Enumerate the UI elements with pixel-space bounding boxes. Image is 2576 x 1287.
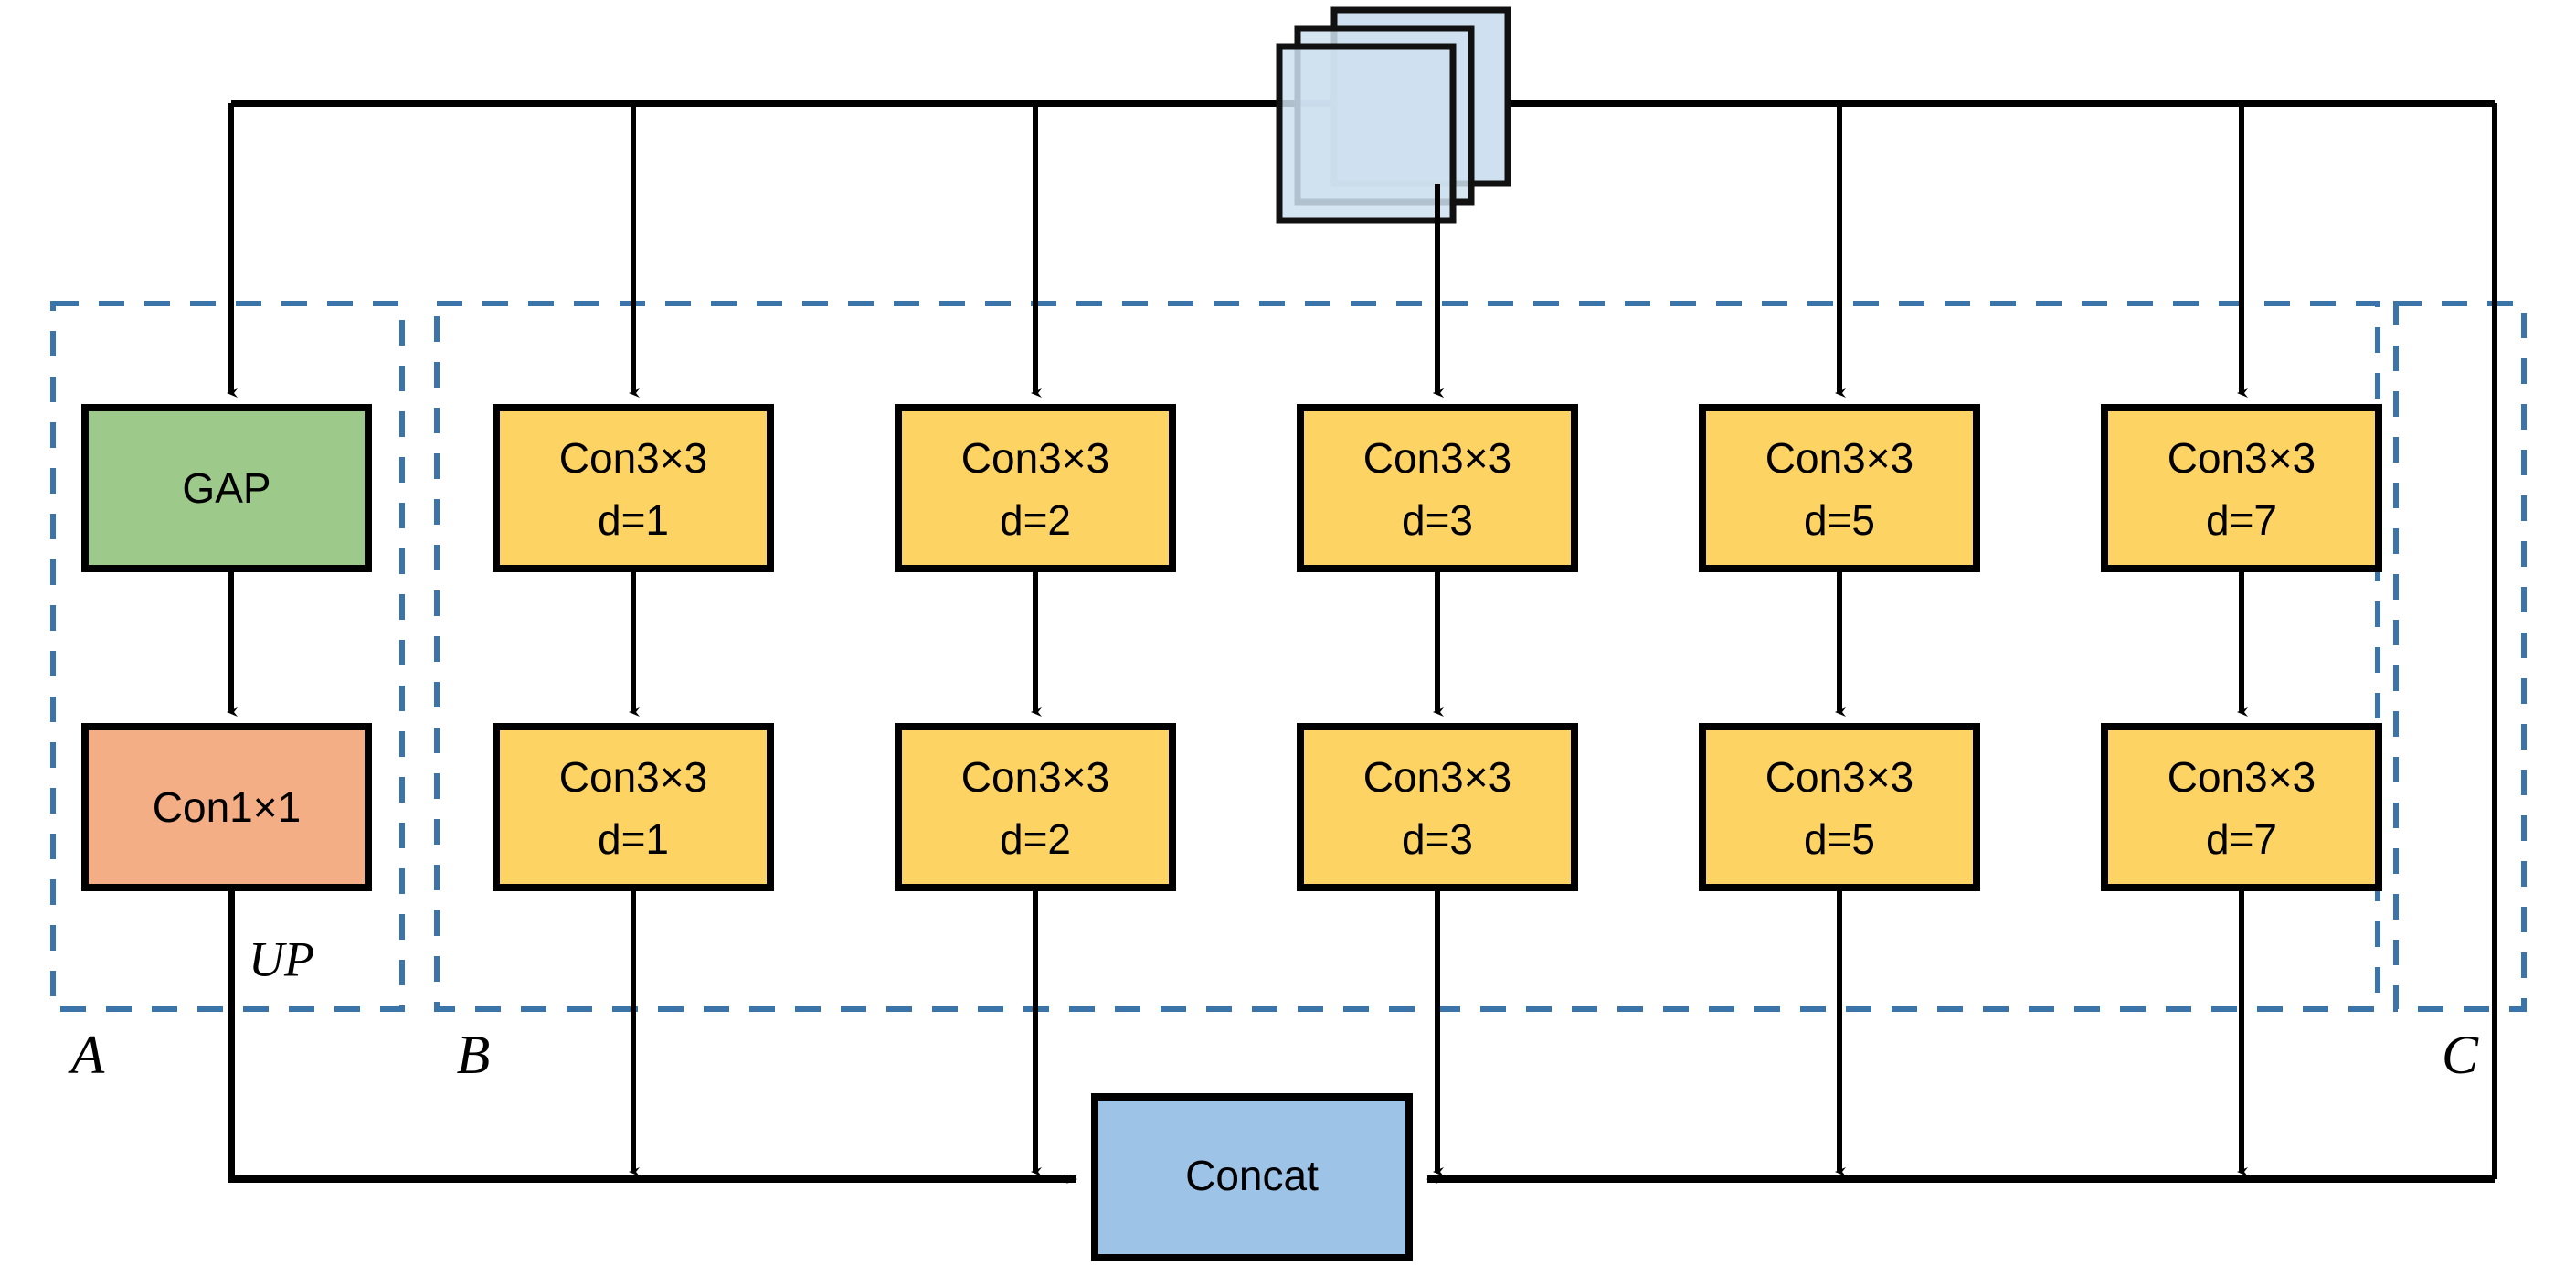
conv-block-top-5[interactable] (2101, 404, 2382, 572)
conv-block-bottom-5[interactable] (2101, 723, 2382, 891)
group-label-c: C (2442, 1025, 2479, 1085)
group-box-a (50, 301, 405, 1012)
conv-block-top-1-line1: Con3×3 (559, 434, 707, 482)
conv-block-bottom-1[interactable] (493, 723, 774, 891)
conv-block-bottom-3-line1: Con3×3 (1363, 753, 1511, 801)
group-box-b (434, 301, 2380, 1012)
conv-block-top-3[interactable] (1297, 404, 1578, 572)
conv-block-top-3-line2: d=3 (1402, 496, 1473, 544)
conv1x1-block[interactable] (81, 723, 372, 891)
group-label-b: B (457, 1025, 491, 1085)
conv-block-top-1-line2: d=1 (598, 496, 669, 544)
conv-block-top-3-line1: Con3×3 (1363, 434, 1511, 482)
group-box-c (2393, 301, 2527, 1012)
conv-block-bottom-2-line2: d=2 (1000, 815, 1071, 863)
conv-block-top-5-line2: d=7 (2206, 496, 2277, 544)
conv-block-bottom-4-line2: d=5 (1804, 815, 1875, 863)
conv-block-bottom-2-line1: Con3×3 (961, 753, 1109, 801)
upsample-path (228, 888, 1077, 1184)
conv1x1-block-label: Con1×1 (153, 783, 301, 831)
group-label-a: A (68, 1025, 105, 1085)
conv-block-bottom-5-line2: d=7 (2206, 815, 2277, 863)
upsample-label: UP (249, 931, 314, 986)
concat-block-label: Concat (1185, 1152, 1319, 1199)
conv-block-bottom-3[interactable] (1297, 723, 1578, 891)
conv-block-bottom-1-line2: d=1 (598, 815, 669, 863)
conv-block-bottom-3-line2: d=3 (1402, 815, 1473, 863)
concat-block[interactable] (1091, 1093, 1413, 1261)
conv-block-top-4[interactable] (1699, 404, 1980, 572)
conv-block-bottom-4-line1: Con3×3 (1765, 753, 1913, 801)
conv-block-top-4-line2: d=5 (1804, 496, 1875, 544)
conv-block-bottom-1-line1: Con3×3 (559, 753, 707, 801)
feature-map-plate-front (1276, 43, 1457, 224)
conv-block-bottom-4[interactable] (1699, 723, 1980, 891)
feature-map-stack (1276, 6, 1511, 224)
conv-block-bottom-2[interactable] (895, 723, 1176, 891)
conv-block-bottom-5-line1: Con3×3 (2168, 753, 2316, 801)
conv-block-top-2-line1: Con3×3 (961, 434, 1109, 482)
conv-block-top-5-line1: Con3×3 (2168, 434, 2316, 482)
conv-block-top-2[interactable] (895, 404, 1176, 572)
conv-block-top-4-line1: Con3×3 (1765, 434, 1913, 482)
conv-block-top-1[interactable] (493, 404, 774, 572)
gap-block-label: GAP (182, 464, 270, 512)
conv-block-top-2-line2: d=2 (1000, 496, 1071, 544)
gap-block[interactable] (81, 404, 372, 572)
